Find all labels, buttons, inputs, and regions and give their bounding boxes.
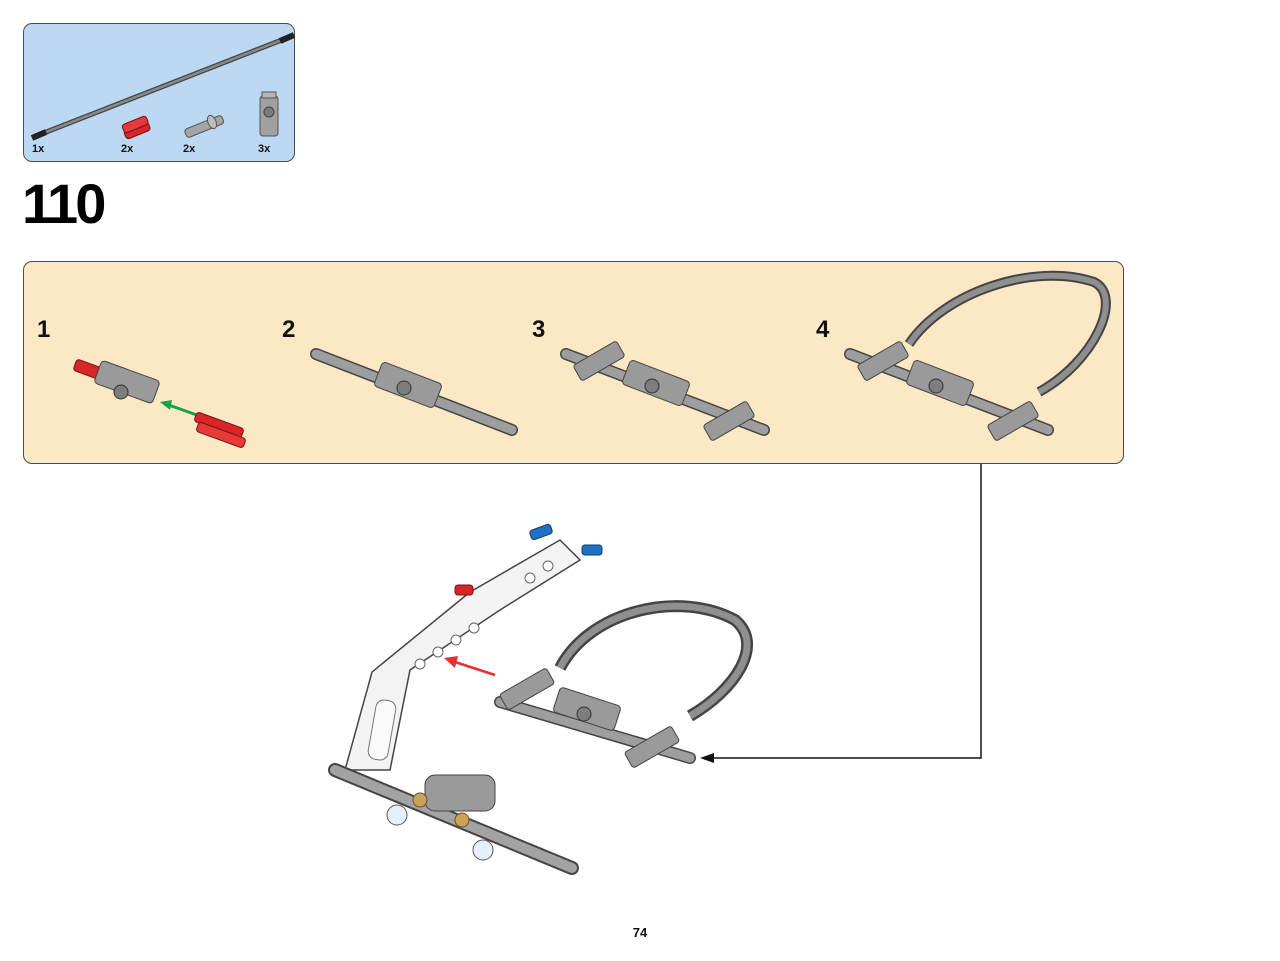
substep-2-illustration	[310, 348, 518, 436]
parts-qty-4: 3x	[258, 143, 271, 155]
substep-number-1: 1	[37, 316, 51, 343]
blue-pin	[529, 523, 553, 541]
parts-qty-1: 1x	[32, 143, 45, 155]
step-number: 110	[22, 172, 106, 235]
flex-axle-assembly	[494, 600, 753, 768]
axle-pin-part	[184, 114, 225, 138]
page-number: 74	[632, 925, 648, 940]
base-axle	[328, 763, 579, 875]
substep-number-4: 4	[816, 316, 830, 343]
parts-qty-2: 2x	[121, 143, 134, 155]
substep-4-illustration	[844, 270, 1111, 441]
parts-list-illustrations	[30, 32, 296, 141]
white-beam	[344, 539, 582, 771]
substep-box: 1 2 3 4	[23, 261, 1124, 464]
substep-number-3: 3	[532, 316, 546, 343]
red-pin-part	[121, 115, 151, 140]
cross-block-part	[259, 91, 279, 137]
parts-list-box: 1x 2x 2x 3x	[23, 23, 296, 162]
parts-qty-3: 2x	[183, 143, 196, 155]
substep-illustrations	[73, 270, 1111, 448]
substep-number-2: 2	[282, 316, 296, 343]
substep-1-illustration	[73, 359, 246, 448]
blue-pin-2	[581, 544, 603, 556]
red-pin	[454, 584, 474, 596]
insertion-arrow	[444, 656, 496, 677]
substep-3-illustration	[560, 341, 770, 441]
flexible-axle-part	[30, 32, 296, 141]
callout-arrow	[700, 464, 982, 763]
